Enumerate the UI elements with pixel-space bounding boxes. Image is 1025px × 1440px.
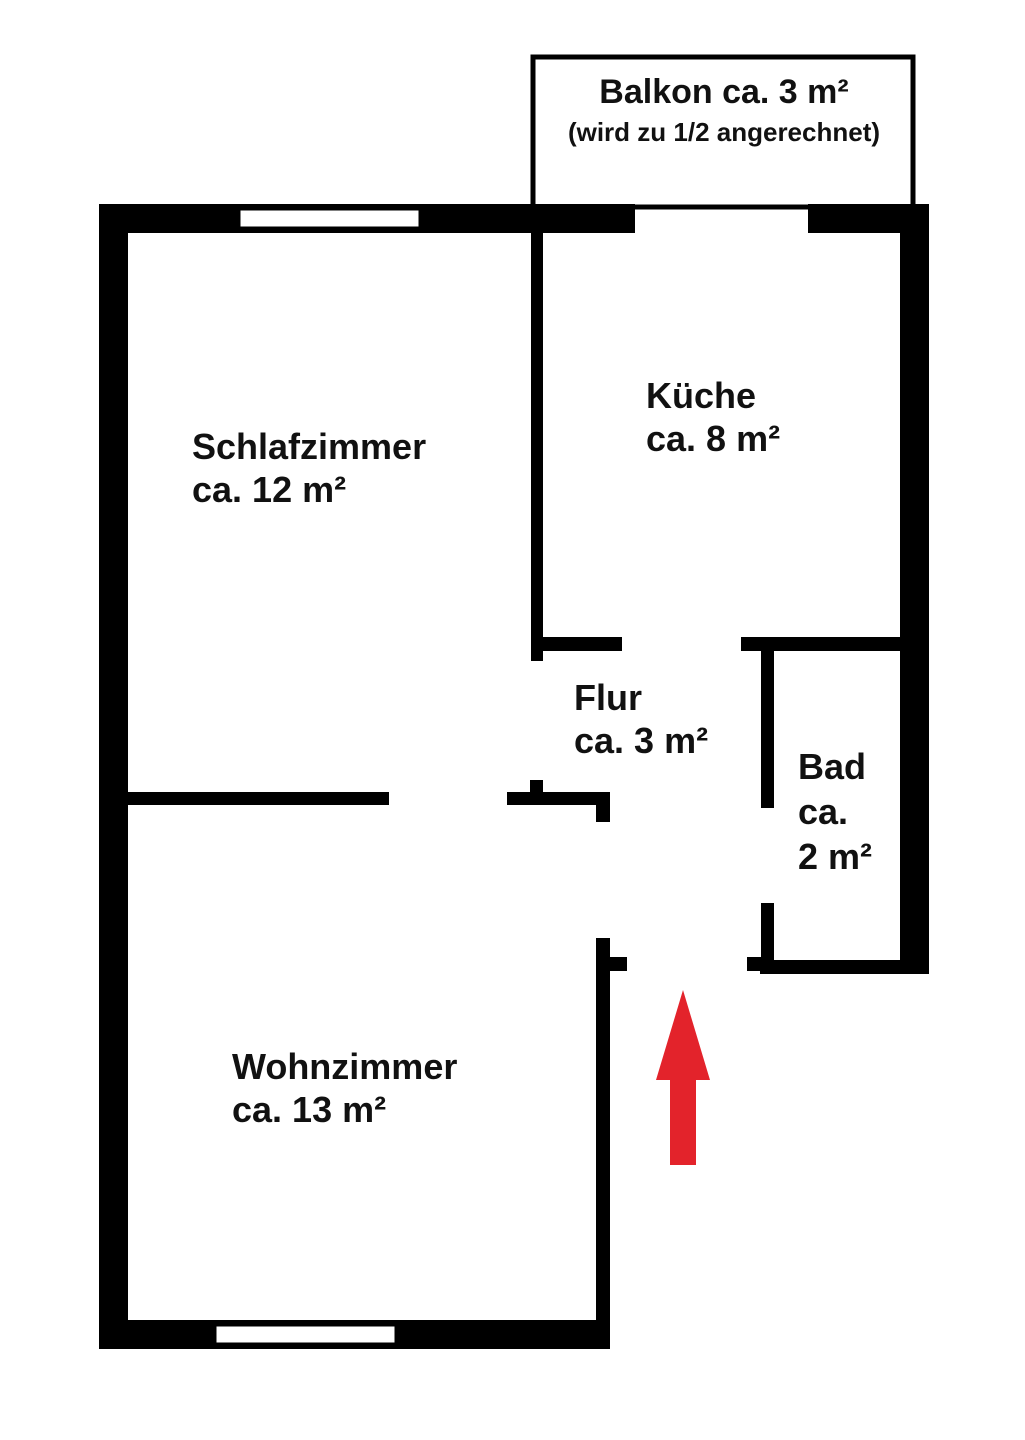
kueche-area: ca. 8 m² <box>646 418 781 460</box>
room-label-schlafzimmer: Schlafzimmer ca. 12 m² <box>192 425 426 511</box>
bad-area-value: 2 m² <box>798 836 873 877</box>
entrance-arrow-icon <box>656 990 710 1165</box>
flur-name: Flur <box>574 677 642 718</box>
bad-name: Bad <box>798 746 867 787</box>
room-label-balkon: Balkon ca. 3 m² (wird zu 1/2 angerechnet… <box>536 72 912 148</box>
outer-walls <box>99 204 929 1349</box>
room-label-kueche: Küche ca. 8 m² <box>646 374 780 460</box>
room-label-bad: Bad ca. 2 m² <box>798 744 872 879</box>
schlafzimmer-name: Schlafzimmer <box>192 426 427 467</box>
window-schlafzimmer <box>237 207 422 230</box>
balkon-name: Balkon ca. 3 m² <box>599 73 849 111</box>
wohnzimmer-name: Wohnzimmer <box>232 1046 458 1087</box>
room-label-flur: Flur ca. 3 m² <box>574 676 708 762</box>
inner-walls <box>124 230 906 1349</box>
balcony-outline <box>530 54 916 210</box>
balkon-note: (wird zu 1/2 angerechnet) <box>567 116 881 147</box>
flur-area: ca. 3 m² <box>574 720 709 762</box>
window-wohnzimmer <box>213 1323 398 1346</box>
wohnzimmer-area: ca. 13 m² <box>232 1089 387 1131</box>
schlafzimmer-area: ca. 12 m² <box>192 469 347 511</box>
windows <box>213 207 422 1346</box>
bad-area-prefix: ca. <box>798 791 849 832</box>
kueche-name: Küche <box>646 375 757 416</box>
room-label-wohnzimmer: Wohnzimmer ca. 13 m² <box>232 1045 457 1131</box>
